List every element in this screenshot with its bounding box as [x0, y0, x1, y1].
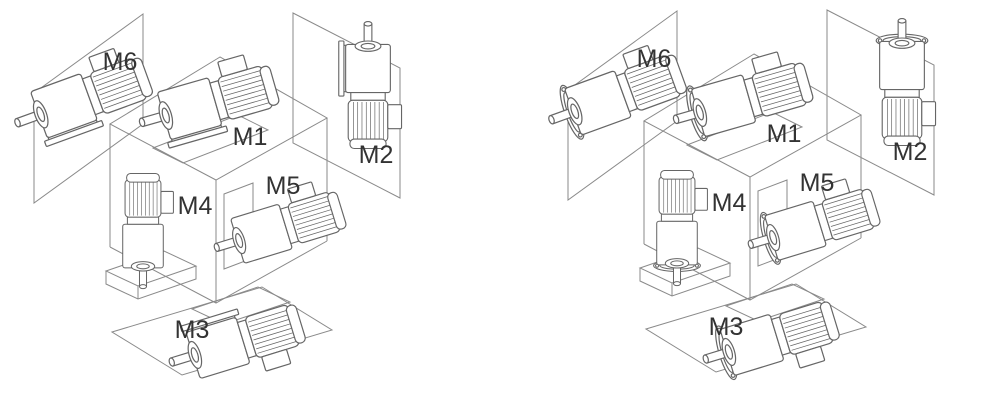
label-m5: M5 [800, 169, 835, 197]
label-m1: M1 [233, 123, 268, 151]
label-m4: M4 [712, 189, 747, 217]
label-m4: M4 [178, 192, 213, 220]
label-m2: M2 [893, 138, 928, 166]
gearmotor-m4 [122, 172, 174, 290]
gearmotor-m2 [338, 21, 403, 150]
label-m2: M2 [359, 141, 394, 169]
orientation-cube [108, 56, 329, 304]
orientation-cube [642, 53, 863, 301]
diagram-flange-mounted: M1 M2 M3 M4 M5 M6 [535, 9, 937, 396]
gearmotor-m3 [695, 295, 846, 396]
label-m1: M1 [767, 120, 802, 148]
label-m3: M3 [175, 316, 210, 344]
diagram-foot-mounted: M1 M2 M3 M4 M5 M6 [1, 12, 403, 399]
label-m3: M3 [709, 313, 744, 341]
label-m6: M6 [103, 48, 138, 76]
plate-m3 [724, 283, 826, 322]
gearmotor-m2 [875, 18, 937, 147]
position-labels: M1 M2 M3 M4 M5 M6 [103, 48, 394, 344]
label-m6: M6 [637, 45, 672, 73]
label-m5: M5 [266, 172, 301, 200]
gearmotor-m3 [161, 298, 312, 399]
position-labels: M1 M2 M3 M4 M5 M6 [637, 45, 928, 341]
gearmotor-m4 [653, 169, 708, 287]
